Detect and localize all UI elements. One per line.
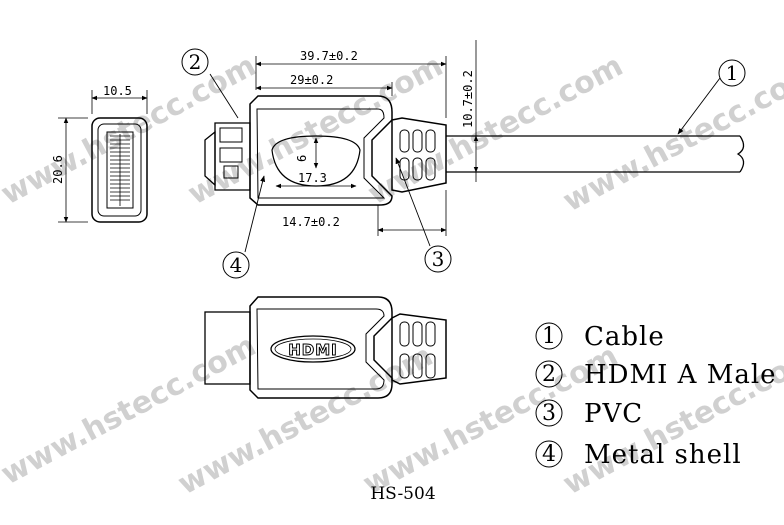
legend-item: 1 Cable — [535, 322, 665, 352]
legend-number: 2 — [542, 362, 556, 387]
legend-label: Metal shell — [584, 440, 742, 470]
dim-shell-length: 14.7±0.2 — [282, 215, 340, 229]
dim-total-length: 39.7±0.2 — [300, 49, 358, 63]
hdmi-logo: HDMI — [288, 341, 338, 359]
legend-number: 3 — [542, 401, 556, 426]
dim-end-height: 20.6 — [51, 155, 65, 184]
model-label: HS-504 — [370, 484, 435, 504]
end-view — [58, 90, 148, 223]
dim-window-height: 6 — [295, 155, 309, 162]
legend-label: Cable — [584, 322, 665, 352]
legend-item: 4 Metal shell — [535, 440, 742, 470]
legend-number: 4 — [542, 442, 556, 467]
legend-label: HDMI A Male — [584, 360, 777, 390]
callout-1: 1 — [726, 61, 739, 85]
dim-head-length: 29±0.2 — [290, 73, 333, 87]
legend: 1 Cable 2 HDMI A Male 3 PVC 4 Metal shel… — [535, 322, 777, 470]
top-view — [204, 296, 447, 399]
legend-number: 1 — [542, 324, 556, 349]
callout-2: 2 — [189, 50, 202, 74]
dim-boot-diameter: 10.7±0.2 — [461, 70, 475, 128]
dim-end-width: 10.5 — [103, 84, 132, 98]
side-view — [181, 40, 746, 279]
legend-label: PVC — [584, 399, 643, 429]
callout-3: 3 — [432, 247, 445, 271]
legend-item: 2 HDMI A Male — [535, 360, 777, 390]
legend-item: 3 PVC — [535, 399, 643, 429]
callout-4: 4 — [230, 253, 243, 277]
dim-window-width: 17.3 — [298, 171, 327, 185]
